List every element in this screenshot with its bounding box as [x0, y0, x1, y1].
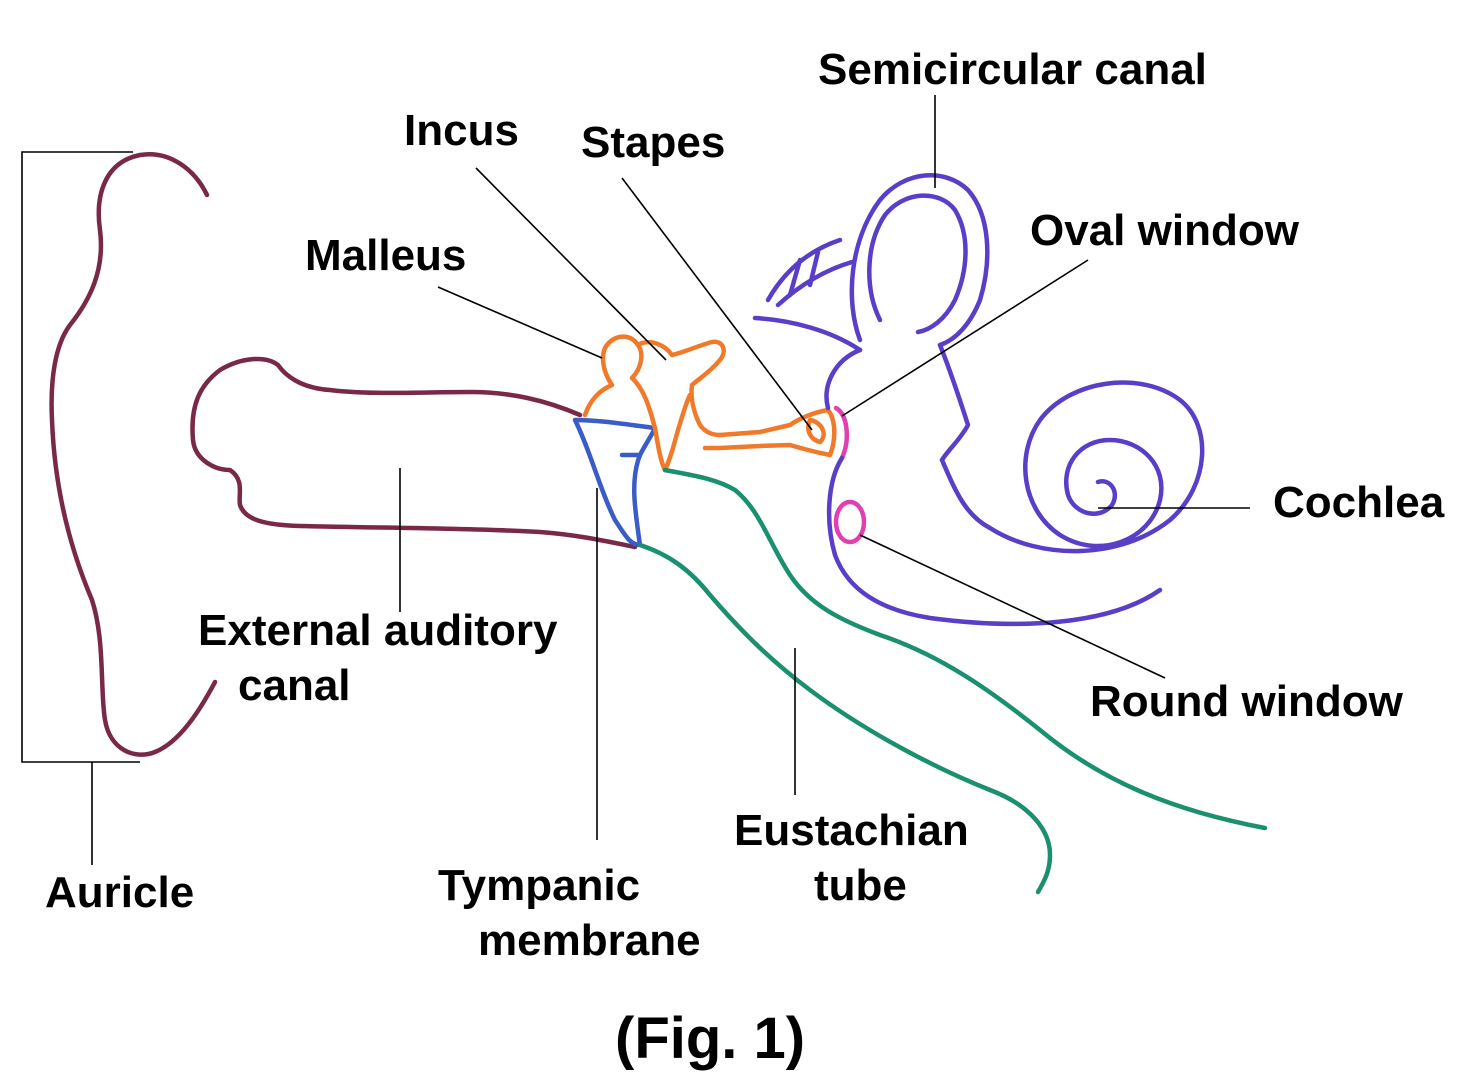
leader-oval-window — [841, 259, 1089, 417]
external-canal-outline — [190, 356, 638, 550]
label-incus: Incus — [404, 106, 519, 155]
semicircular-canals — [752, 173, 990, 353]
figure-caption: (Fig. 1) — [615, 1006, 805, 1071]
round-window — [833, 499, 867, 545]
label-eustachian-line1: Eustachian — [734, 806, 969, 855]
eustachian-tube — [637, 467, 1268, 895]
cochlea-spiral — [939, 380, 1205, 554]
leader-malleus — [437, 286, 603, 359]
leader-incus — [475, 167, 667, 361]
label-malleus: Malleus — [305, 231, 466, 280]
label-cochlea: Cochlea — [1273, 478, 1445, 527]
ossicles — [582, 334, 837, 473]
leader-lines — [399, 95, 1250, 840]
label-eustachian-line2: tube — [814, 861, 907, 910]
auricle-bracket — [21, 151, 140, 865]
label-auricle: Auricle — [45, 868, 194, 917]
leader-round-window — [859, 534, 1166, 679]
label-external-canal-line1: External auditory — [198, 606, 558, 655]
vestibule — [824, 342, 1163, 627]
label-external-canal-line2: canal — [238, 661, 351, 710]
leader-stapes — [621, 177, 813, 431]
label-round-window: Round window — [1090, 677, 1404, 726]
label-tympanic-line1: Tympanic — [438, 861, 640, 910]
label-tympanic-line2: membrane — [478, 916, 701, 965]
label-stapes: Stapes — [581, 118, 725, 167]
label-semicircular-canal: Semicircular canal — [818, 45, 1207, 94]
tympanic-membrane — [572, 417, 658, 548]
oval-window — [833, 405, 850, 461]
label-oval-window: Oval window — [1030, 206, 1300, 255]
auricle-outline — [49, 151, 218, 757]
